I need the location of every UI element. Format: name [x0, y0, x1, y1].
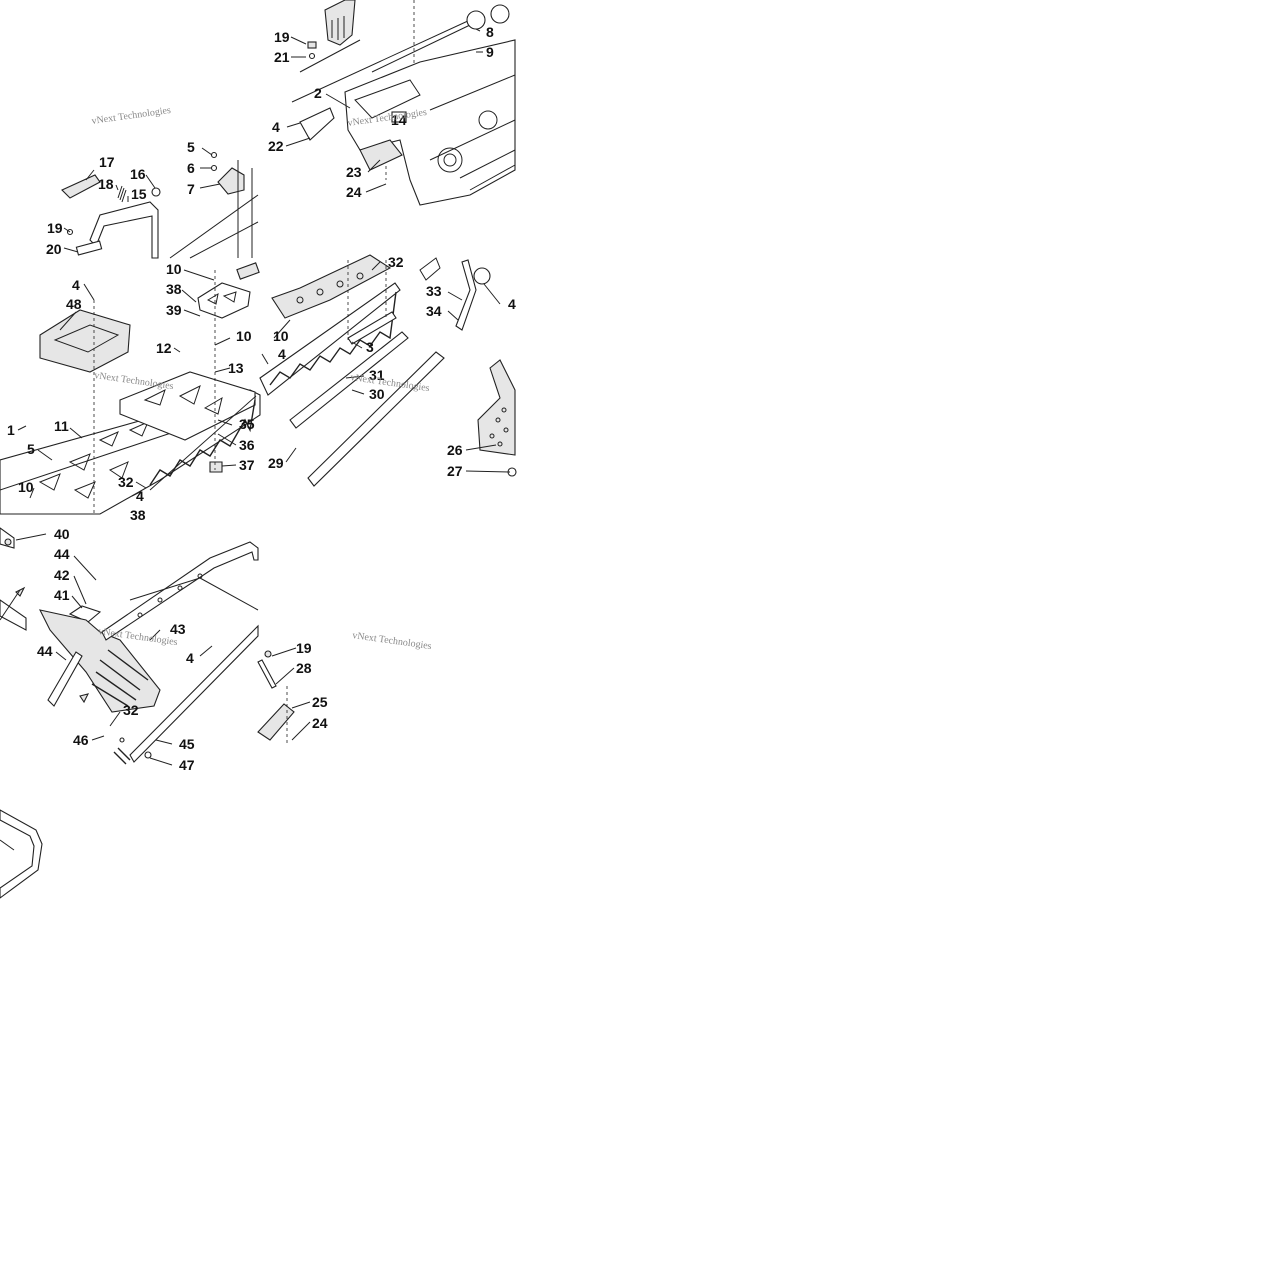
tile-upper-right: [285, 0, 516, 206]
callout: 14: [391, 112, 407, 128]
callout: 3: [366, 339, 374, 355]
callout: 37: [239, 457, 255, 473]
callout: 35: [239, 416, 255, 432]
callout: 28: [296, 660, 312, 676]
callout: 45: [179, 736, 195, 752]
callout: 8: [486, 24, 494, 40]
callout: 24: [312, 715, 328, 731]
callout: 10: [236, 328, 252, 344]
callout: 22: [268, 138, 284, 154]
callout: 43: [170, 621, 186, 637]
callout: 10: [166, 261, 182, 277]
callout: 31: [369, 367, 385, 383]
callout: 4: [72, 277, 80, 293]
bracket-38: [197, 282, 251, 319]
watermark: vNext Technologies: [352, 630, 433, 652]
callout: 19: [296, 640, 312, 656]
bracket-top: [324, 0, 356, 46]
callout: 4: [278, 346, 286, 362]
callout: 29: [268, 455, 284, 471]
callout: 23: [346, 164, 362, 180]
bar-29: [307, 351, 445, 487]
callout: 40: [54, 526, 70, 542]
callout: 11: [54, 418, 69, 434]
callout: 13: [228, 360, 244, 376]
callout: 19: [47, 220, 63, 236]
part-17: [61, 174, 101, 199]
callout: 5: [187, 139, 195, 155]
tile-upper-left: [61, 147, 259, 259]
step-plate: [257, 703, 295, 741]
tile-lower-right: [257, 647, 311, 746]
callout: 44: [54, 546, 70, 562]
tile-lower-left: [0, 527, 259, 766]
callout: 18: [98, 176, 114, 192]
callout-labels: 19 21 8 9 2 4 22 14 23 24 17 16 18 15 19…: [7, 24, 516, 773]
callout: 32: [388, 254, 404, 270]
part-7-bracket: [217, 167, 245, 195]
callout: 26: [447, 442, 463, 458]
callout: 12: [156, 340, 172, 356]
callout: 44: [37, 643, 53, 659]
callout: 4: [136, 488, 144, 504]
part-15-handle: [89, 201, 159, 259]
callout: 36: [239, 437, 255, 453]
bulkhead-frame: [344, 39, 516, 206]
callout: 10: [18, 479, 34, 495]
callout: 5: [27, 441, 35, 457]
deck-plate: [119, 371, 256, 441]
callout: 41: [54, 587, 70, 603]
mud-flap: [38, 609, 161, 713]
callout: 42: [54, 567, 70, 583]
callout: 47: [179, 757, 195, 773]
callout: 33: [426, 283, 442, 299]
callout: 39: [166, 302, 182, 318]
tile-bottom-left: [0, 809, 43, 899]
callout: 1: [7, 422, 15, 438]
callout: 15: [131, 186, 147, 202]
callout: 4: [508, 296, 516, 312]
watermark: vNext Technologies: [91, 105, 172, 127]
callout: 21: [274, 49, 290, 65]
svg-text:38: 38: [130, 507, 146, 523]
callout: 32: [118, 474, 134, 490]
callout: 48: [66, 296, 82, 312]
tile-middle: 38: [0, 254, 517, 523]
watermark: vNext Technologies: [94, 370, 175, 392]
callout: 4: [272, 119, 280, 135]
callout: 6: [187, 160, 195, 176]
rear-rail: [101, 541, 259, 641]
callout: 10: [273, 328, 289, 344]
running-board-truss: [259, 282, 401, 396]
callout: 9: [486, 44, 494, 60]
callout: 16: [130, 166, 146, 182]
callout: 38: [166, 281, 182, 297]
callout: 46: [73, 732, 89, 748]
rear-loop: [0, 809, 43, 899]
callout: 24: [346, 184, 362, 200]
callout: 25: [312, 694, 328, 710]
seat-48: [39, 309, 131, 373]
callout: 19: [274, 29, 290, 45]
callout: 32: [123, 702, 139, 718]
callout: 2: [314, 85, 322, 101]
callout: 17: [99, 154, 115, 170]
callout: 34: [426, 303, 442, 319]
callout: 20: [46, 241, 62, 257]
panel-26: [477, 359, 516, 456]
callout: 30: [369, 386, 385, 402]
callout: 4: [186, 650, 194, 666]
callout: 27: [447, 463, 463, 479]
callout: 7: [187, 181, 195, 197]
